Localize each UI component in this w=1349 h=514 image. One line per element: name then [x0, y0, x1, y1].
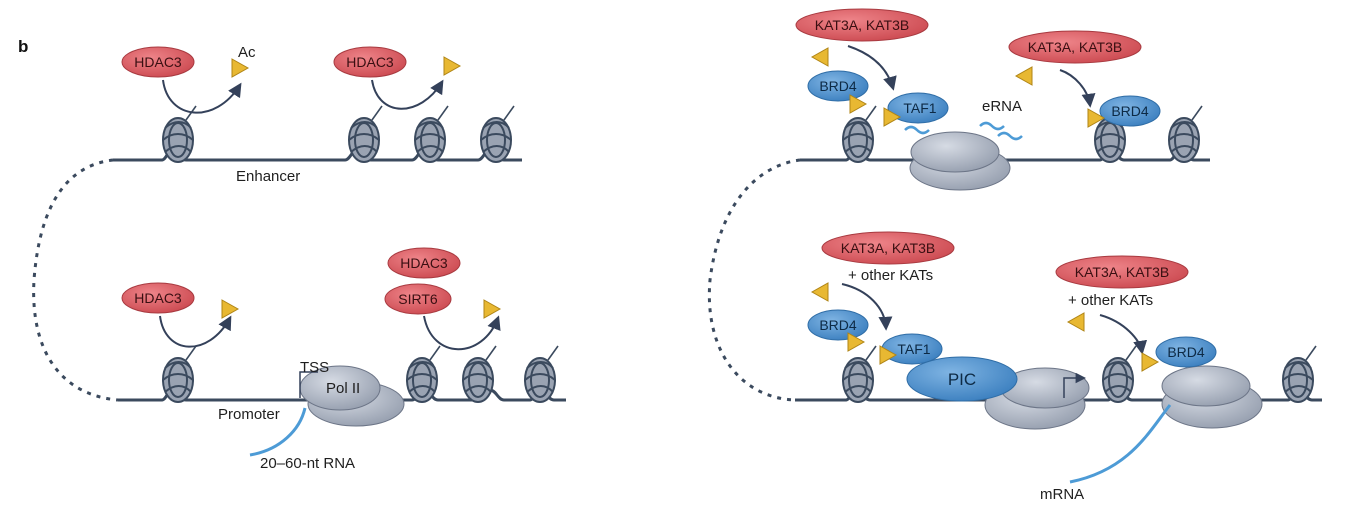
nucleosome [348, 105, 383, 163]
erna-squiggle [979, 121, 1005, 131]
nucleosome [842, 345, 877, 403]
brd4-pill [807, 309, 869, 341]
dna-loop-right [707, 158, 801, 402]
tss-arrow [1063, 372, 1087, 398]
mrna-strand [1069, 404, 1172, 484]
taf1-label: TAF1 [897, 341, 930, 357]
hdac3-label: HDAC3 [134, 54, 182, 70]
nucleosome [162, 345, 197, 403]
deacetylation-arrow [159, 315, 232, 348]
acetyl-icon [483, 299, 501, 319]
pol2-blob-enhancer-top [910, 131, 1000, 173]
kat3-pill [1008, 30, 1142, 64]
kat3-pill [821, 231, 955, 265]
brd4-label: BRD4 [1111, 103, 1149, 119]
short-rna-label: 20–60-nt RNA [260, 455, 355, 472]
kat3-pill [1055, 255, 1189, 289]
kat3-label: KAT3A, KAT3B [815, 17, 909, 33]
other-kats-label: + other KATs [1068, 292, 1153, 309]
hdac3-pill [121, 282, 195, 314]
acetyl-icon [221, 299, 239, 319]
kat3-label: KAT3A, KAT3B [1028, 39, 1122, 55]
sirt6-label: SIRT6 [398, 291, 438, 307]
nucleosome [842, 105, 877, 163]
ac-label: Ac [238, 44, 256, 61]
acetyl-icon [443, 56, 461, 76]
deacetylation-arrow [162, 79, 242, 114]
acetyl-icon [811, 47, 829, 67]
nucleosome [162, 105, 197, 163]
acetylation-arrow [841, 283, 893, 331]
erna-squiggle [997, 131, 1023, 141]
mrna-label: mRNA [1040, 486, 1084, 503]
brd4-label: BRD4 [819, 317, 857, 333]
kat3-label: KAT3A, KAT3B [841, 240, 935, 256]
brd4-label: BRD4 [1167, 344, 1205, 360]
deacetylation-arrow [371, 79, 444, 110]
brd4-pill [1099, 95, 1161, 127]
brd4-pill [1155, 336, 1217, 368]
nucleosome [480, 105, 515, 163]
pol2-blob-elongating-top [1161, 365, 1251, 407]
nucleosome [1102, 345, 1137, 403]
kat3-label: KAT3A, KAT3B [1075, 264, 1169, 280]
nucleosome [462, 345, 497, 403]
short-rna [249, 407, 307, 457]
hdac3-pill [387, 247, 461, 279]
nucleosome [414, 105, 449, 163]
erna-label: eRNA [982, 98, 1022, 115]
taf1-label: TAF1 [903, 100, 936, 116]
nucleosome [1282, 345, 1317, 403]
deacetylation-arrow [423, 315, 501, 351]
promoter-label: Promoter [218, 406, 280, 423]
kat3-pill [795, 8, 929, 42]
brd4-pill [807, 70, 869, 102]
tss-marker [299, 371, 318, 398]
enhancer-label: Enhancer [236, 168, 300, 185]
erna-squiggle [904, 125, 930, 135]
brd4-label: BRD4 [819, 78, 857, 94]
hdac3-pill [333, 46, 407, 78]
acetyl-icon [1141, 352, 1159, 372]
acetyl-icon [811, 282, 829, 302]
acetylation-arrow [847, 45, 897, 91]
panel-label: b [18, 37, 28, 56]
acetyl-icon [1067, 312, 1085, 332]
acetyl-icon [1015, 66, 1033, 86]
hdac3-pill [121, 46, 195, 78]
other-kats-label: + other KATs [848, 267, 933, 284]
hdac3-label: HDAC3 [346, 54, 394, 70]
nucleosome [406, 345, 441, 403]
dna-loop-left [32, 158, 119, 402]
nucleosome [1168, 105, 1203, 163]
pic-label: PIC [948, 370, 976, 389]
pol2-label: Pol II [326, 380, 360, 397]
acetyl-icon [231, 58, 249, 78]
hdac3-label: HDAC3 [400, 255, 448, 271]
taf1-pill [887, 92, 949, 124]
hdac3-label: HDAC3 [134, 290, 182, 306]
pic-blob [906, 356, 1018, 402]
acetylation-arrow [1099, 314, 1148, 355]
tss-label: TSS [300, 359, 329, 376]
nucleosome [524, 345, 559, 403]
sirt6-pill [384, 283, 452, 315]
acetylation-arrow [1059, 69, 1096, 108]
